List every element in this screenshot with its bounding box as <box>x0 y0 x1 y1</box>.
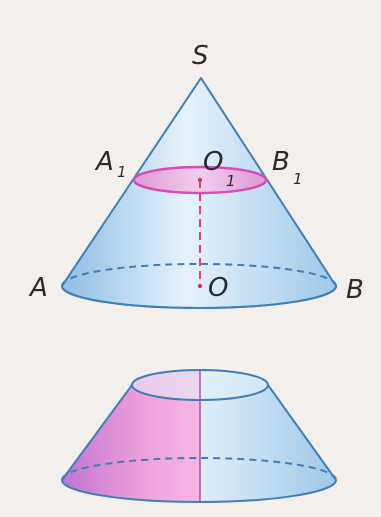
label-a1: A <box>94 147 114 177</box>
cone-base-front-edge <box>61 285 337 309</box>
cone-base-back-edge <box>61 263 337 287</box>
point-o1 <box>197 177 203 183</box>
point-o <box>197 283 203 289</box>
label-o1: O <box>203 147 223 177</box>
label-o: O <box>208 273 228 303</box>
label-b1: B <box>272 147 290 177</box>
label-a1-subscript: 1 <box>117 163 127 181</box>
frustum-left-edge <box>61 384 133 481</box>
label-b: B <box>346 275 364 305</box>
frustum-right-edge <box>267 384 337 481</box>
label-a: A <box>28 273 48 303</box>
frustum-base-back-edge <box>61 457 337 481</box>
label-s: S <box>192 41 209 71</box>
frustum-base-front-edge <box>61 479 337 503</box>
axial-section <box>62 370 200 503</box>
label-o1-subscript: 1 <box>226 172 236 190</box>
label-b1-subscript: 1 <box>293 170 303 188</box>
